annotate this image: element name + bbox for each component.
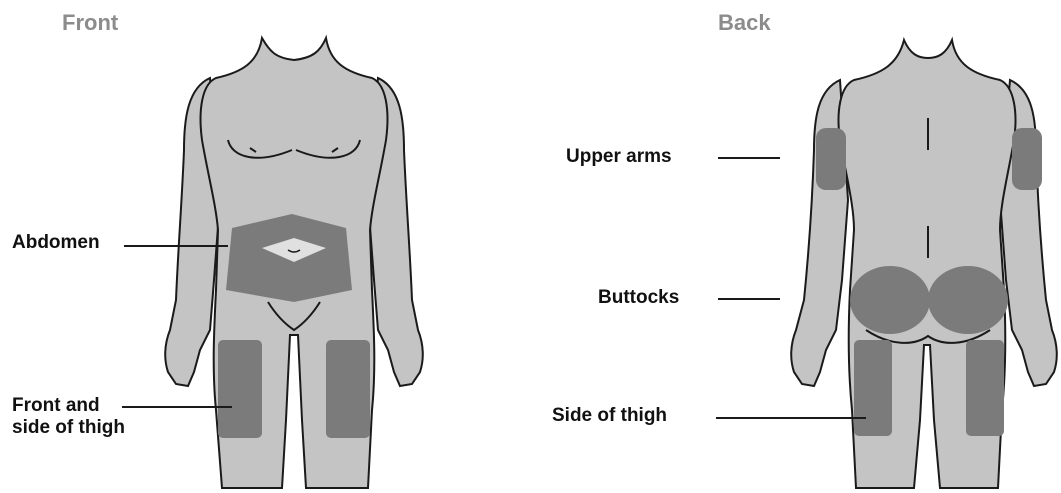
front-thigh-label-line2: side of thigh [12,417,125,439]
side-thigh-label: Side of thigh [552,405,667,427]
left-buttock-zone [850,266,930,334]
front-figure [165,38,423,488]
back-left-upper-arm-zone [816,128,846,190]
back-view-title: Back [718,10,771,36]
upper-arms-label: Upper arms [566,146,672,168]
front-view-title: Front [62,10,118,36]
back-right-thigh-zone [966,340,1004,436]
back-figure [791,40,1057,488]
front-thigh-label-line1: Front and [12,395,125,417]
front-thigh-label: Front and side of thigh [12,395,125,439]
buttocks-label: Buttocks [598,287,679,309]
back-left-thigh-zone [854,340,892,436]
abdomen-label: Abdomen [12,232,100,254]
back-right-upper-arm-zone [1012,128,1042,190]
right-buttock-zone [928,266,1008,334]
front-right-thigh-zone [326,340,370,438]
front-left-thigh-zone [218,340,262,438]
